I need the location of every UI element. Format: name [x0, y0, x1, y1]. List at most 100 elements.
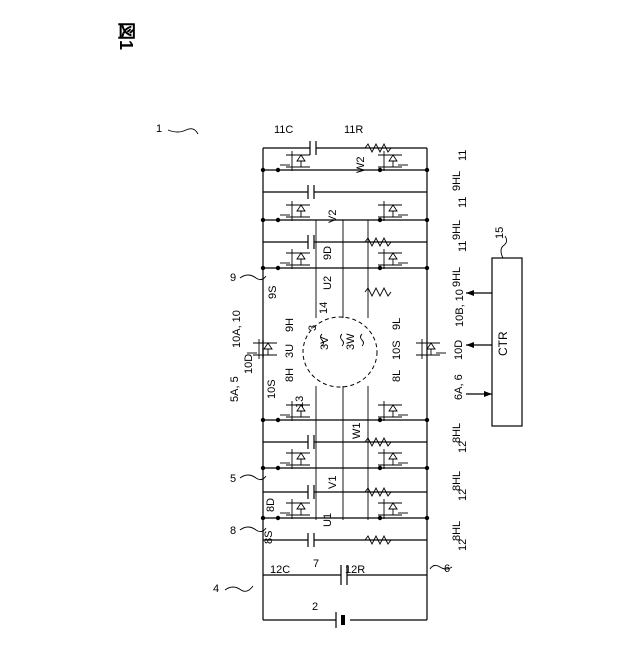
- node: [276, 168, 280, 172]
- switch-l-1-diode: [389, 205, 397, 211]
- capacitor-11c: [310, 141, 316, 155]
- battery-symbol: [336, 612, 343, 628]
- switch-l-0-diode: [389, 155, 397, 161]
- label-10d-b: 10D: [453, 340, 465, 360]
- label-11-2: 11: [457, 197, 469, 208]
- label-7: 7: [313, 558, 319, 570]
- label-8l: 8L: [391, 370, 403, 382]
- label-3w: 3W: [345, 333, 357, 350]
- label-9hl-2: 9HL: [451, 220, 463, 240]
- node: [378, 466, 382, 470]
- node: [276, 266, 280, 270]
- label-3: 3: [307, 325, 319, 331]
- node: [261, 168, 265, 172]
- relay-10a-diode: [264, 343, 272, 349]
- coil-3w: [361, 334, 364, 346]
- node: [276, 466, 280, 470]
- switch-h-2-diode: [297, 253, 305, 259]
- label-10b10: 10B, 10: [454, 289, 466, 327]
- label-12c: 12C: [270, 564, 290, 576]
- label-3v: 3V: [319, 336, 331, 350]
- node: [378, 266, 382, 270]
- label-12-1: 12: [457, 441, 469, 453]
- label-5a5: 5A, 5: [229, 376, 241, 402]
- node: [276, 418, 280, 422]
- label-15: 15: [494, 227, 506, 239]
- label-8hl-2: 8HL: [451, 471, 463, 491]
- coil-3v: [341, 334, 344, 346]
- label-u1: U1: [322, 513, 334, 527]
- switch-h-0-diode: [297, 155, 305, 161]
- relay-10b-diode: [427, 343, 435, 349]
- label-9d: 9D: [322, 246, 334, 260]
- node: [425, 218, 429, 222]
- node: [425, 466, 429, 470]
- label-10s-a: 10S: [266, 379, 278, 399]
- label-9l: 9L: [391, 318, 403, 330]
- label-11r: 11R: [344, 124, 363, 136]
- label-9hl-3: 9HL: [451, 267, 463, 287]
- switch-h-1-diode: [297, 205, 305, 211]
- switch-h-lo-2-diode: [297, 503, 305, 509]
- label-11-3: 11: [457, 241, 469, 252]
- label-9: 9: [230, 272, 236, 284]
- label-9hl-1: 9HL: [451, 171, 463, 191]
- node: [276, 516, 280, 520]
- node: [378, 516, 382, 520]
- label-12-3: 12: [457, 539, 469, 551]
- label-10s-b: 10S: [391, 340, 403, 360]
- figure-title: 図1: [116, 22, 136, 50]
- main-frame: [263, 148, 427, 620]
- label-w1: W1: [351, 423, 363, 440]
- label-8hl-3: 8HL: [451, 521, 463, 541]
- resistor: [365, 288, 391, 296]
- node: [261, 418, 265, 422]
- node: [378, 218, 382, 222]
- node: [425, 516, 429, 520]
- node: [261, 266, 265, 270]
- label-2: 2: [312, 601, 318, 613]
- label-4: 4: [213, 583, 219, 595]
- label-12r: 12R: [345, 564, 365, 576]
- label-8d: 8D: [265, 498, 277, 512]
- label-10a10: 10A, 10: [231, 310, 243, 348]
- label-8: 8: [230, 525, 236, 537]
- node: [425, 266, 429, 270]
- label-w2: W2: [355, 157, 367, 174]
- label-6a6: 6A, 6: [453, 374, 465, 400]
- node: [276, 218, 280, 222]
- label-1: 1: [156, 123, 162, 135]
- label-13: 13: [294, 396, 306, 408]
- switch-h-lo-1-diode: [297, 453, 305, 459]
- label-9s: 9S: [267, 286, 279, 299]
- label-5: 5: [230, 473, 236, 485]
- label-10d: 10D: [243, 354, 255, 374]
- controller-box: [466, 258, 522, 426]
- label-v1: V1: [327, 476, 339, 489]
- node: [425, 418, 429, 422]
- label-11c: 11C: [274, 124, 293, 136]
- node: [261, 466, 265, 470]
- label-3u: 3U: [284, 344, 296, 358]
- node: [261, 516, 265, 520]
- label-u2: U2: [322, 276, 334, 290]
- switch-l-2-diode: [389, 253, 397, 259]
- label-ctr: CTR: [496, 331, 510, 356]
- node: [261, 218, 265, 222]
- label-v2: V2: [327, 210, 339, 223]
- switch-l-lo-1-diode: [389, 453, 397, 459]
- node: [378, 418, 382, 422]
- label-8s: 8S: [263, 531, 275, 544]
- node: [378, 168, 382, 172]
- label-11-1: 11: [457, 150, 469, 161]
- node: [425, 168, 429, 172]
- label-9h: 9H: [284, 318, 296, 332]
- switch-l-lo-2-diode: [389, 503, 397, 509]
- label-12-2: 12: [457, 489, 469, 501]
- label-14: 14: [318, 302, 330, 314]
- label-8hl-1: 8HL: [451, 423, 463, 443]
- switch-l-lo-0-diode: [389, 405, 397, 411]
- label-8h: 8H: [284, 368, 296, 382]
